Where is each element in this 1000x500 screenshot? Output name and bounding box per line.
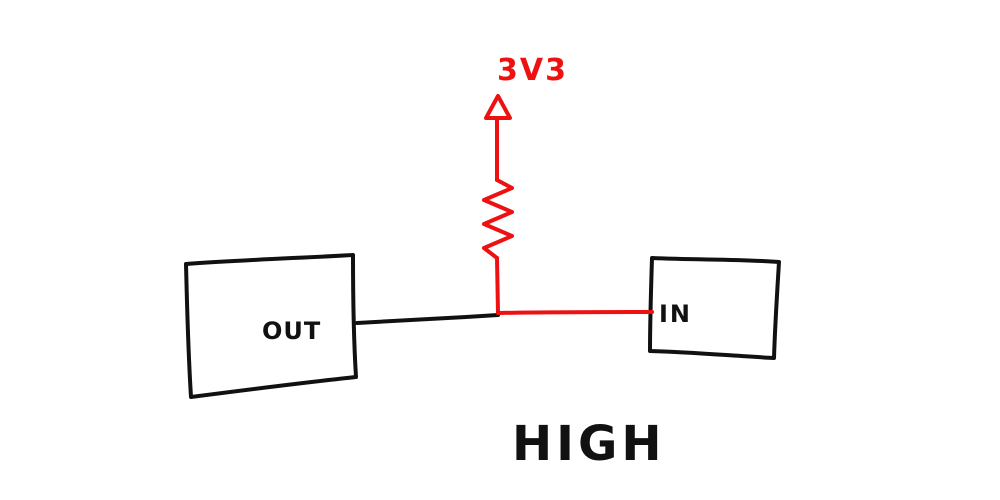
input-block-label: IN	[659, 300, 692, 328]
junction-riser	[495, 256, 500, 315]
output-block-label: OUT	[262, 317, 321, 345]
resistor-symbol	[482, 178, 514, 260]
line-state-label: HIGH	[512, 416, 666, 472]
input-block: IN	[648, 256, 781, 360]
output-block: OUT	[184, 253, 358, 399]
supply-arrow-icon	[484, 94, 512, 120]
supply-rail-label: 3V3	[497, 53, 568, 88]
pulled-wire	[496, 310, 654, 315]
input-block-outline	[648, 256, 781, 360]
pull-up-network: 3V3	[482, 53, 654, 315]
output-block-outline	[184, 253, 358, 399]
signal-wire	[355, 313, 500, 325]
